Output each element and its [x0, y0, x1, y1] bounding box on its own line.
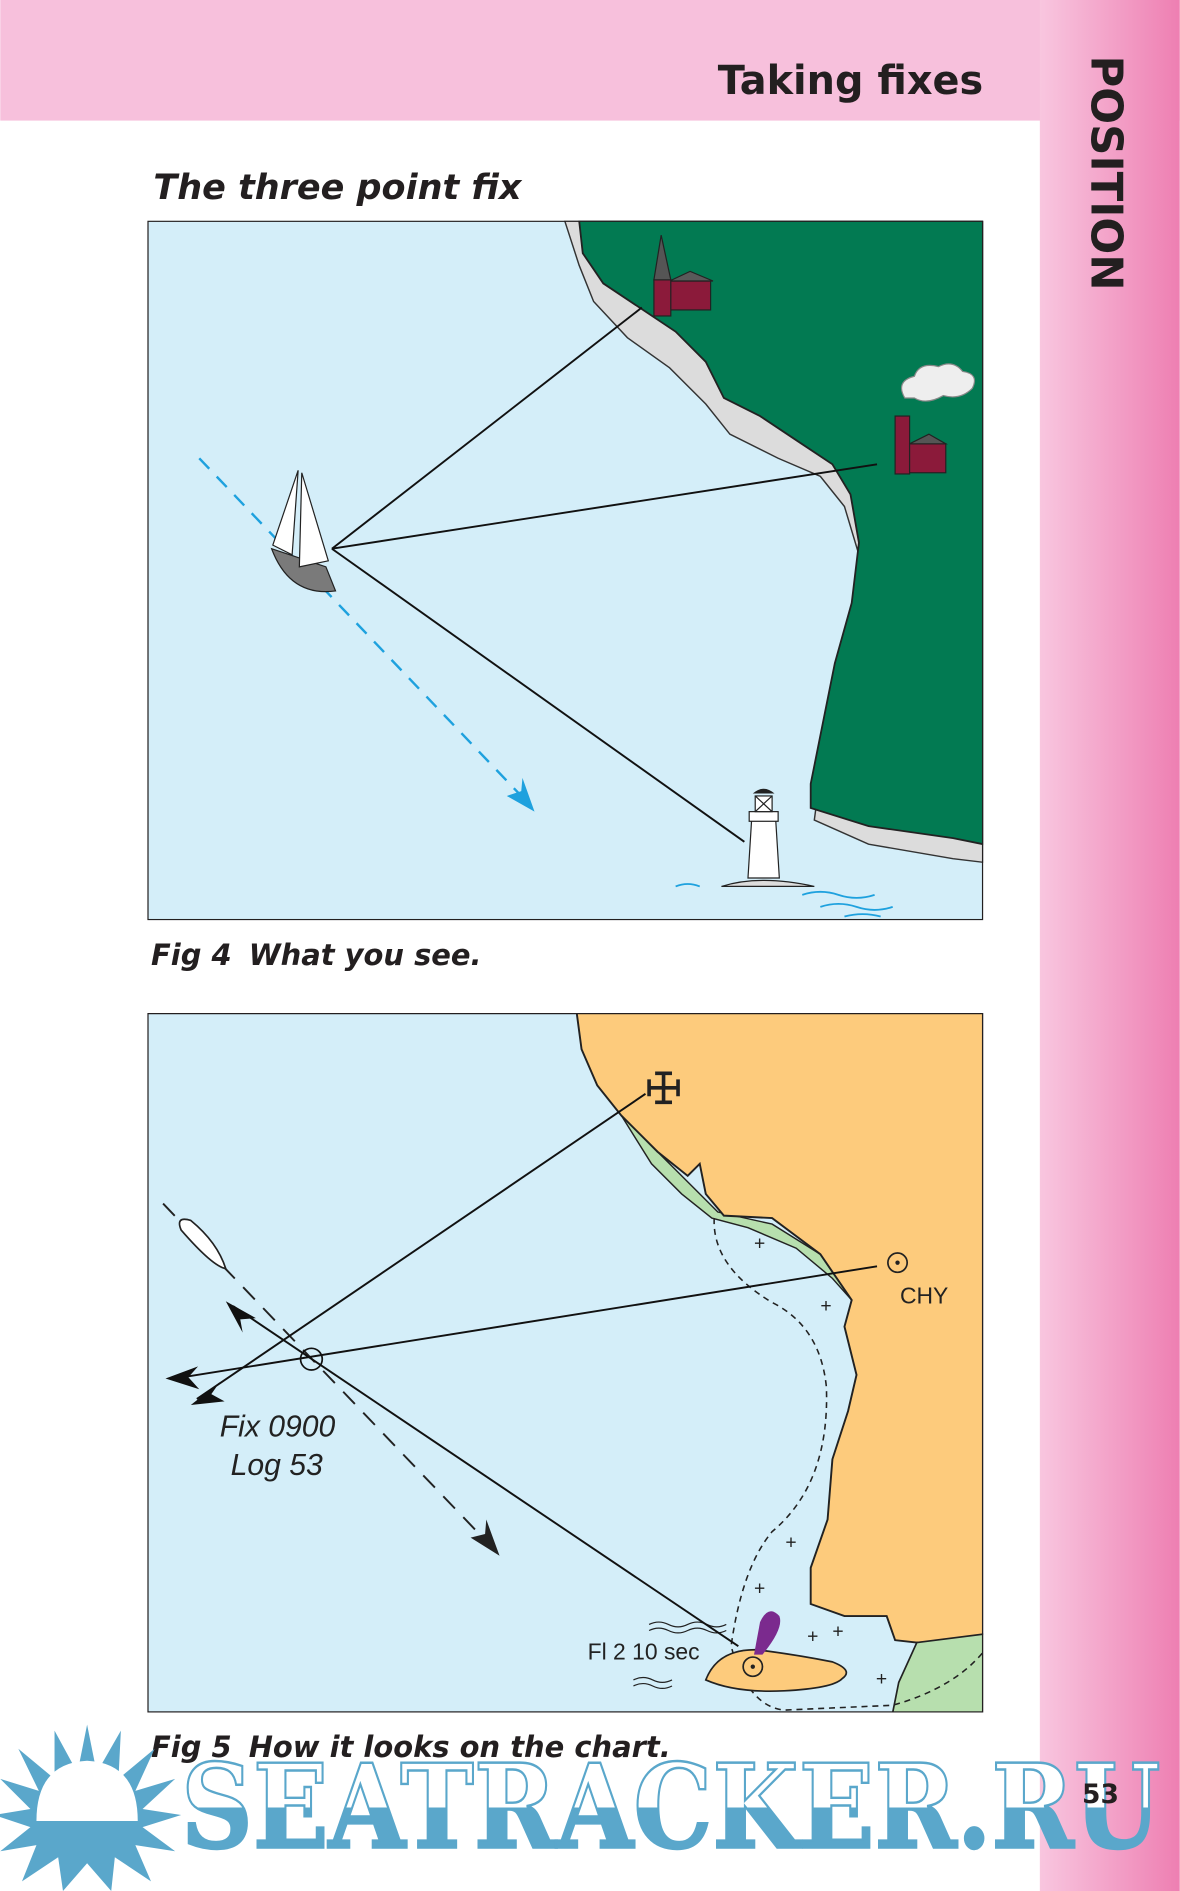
course-line	[198, 457, 523, 797]
fig4-caption: What you see.	[249, 938, 482, 972]
lighthouse-icon	[675, 788, 893, 918]
header-band	[0, 0, 1180, 121]
course-arrow	[506, 777, 535, 812]
svg-text:+: +	[820, 1296, 831, 1317]
position-lines	[165, 1093, 878, 1647]
boat-symbol	[178, 1218, 228, 1270]
fig4-number: Fig 4	[151, 938, 232, 972]
light-symbol-icon	[742, 1656, 764, 1678]
fix-time-label: Fix 0900	[220, 1410, 336, 1443]
rock-marks: + + + + + + +	[754, 1233, 887, 1689]
chimney-label: CHY	[900, 1283, 948, 1309]
light-characteristic-label: Fl 2 10 sec	[588, 1638, 700, 1664]
light-flare-icon	[754, 1611, 781, 1655]
depth-contour	[713, 1218, 984, 1711]
land	[578, 220, 984, 846]
page-title: Taking fixes	[718, 58, 983, 104]
fig5-chart: +++++++ CHY Fl 2 10 sec F	[147, 1013, 984, 1713]
watermark-sun-logo	[0, 1724, 182, 1891]
course-line	[162, 1202, 487, 1542]
svg-text:+: +	[876, 1669, 887, 1690]
drying-area	[620, 1115, 853, 1301]
section-label: POSITION	[1081, 55, 1131, 290]
chimney-chart-symbol-icon	[887, 1252, 909, 1274]
fig5-caption: How it looks on the chart.	[249, 1730, 671, 1764]
svg-text:+: +	[832, 1622, 843, 1643]
svg-text:+: +	[754, 1578, 765, 1599]
svg-text:+: +	[807, 1627, 818, 1648]
church-icon	[653, 235, 714, 317]
page-number: 53	[1082, 1779, 1119, 1810]
log-reading-label: Log 53	[231, 1449, 323, 1482]
chart-land	[575, 1013, 984, 1644]
course-arrow	[470, 1519, 500, 1556]
svg-text:+: +	[754, 1233, 765, 1254]
fig5-number: Fig 5	[151, 1730, 232, 1764]
fig4-illustration	[147, 220, 984, 921]
watermark-text: SEATRACKER.RU	[181, 1740, 1160, 1876]
drying-area-south	[891, 1633, 984, 1713]
rocks-awash-symbol	[633, 1621, 727, 1689]
island	[704, 1648, 848, 1692]
church-chart-symbol-icon	[647, 1071, 680, 1105]
chimney-factory-icon	[894, 363, 976, 475]
bearing-lines	[331, 306, 878, 843]
section-tab	[1039, 0, 1180, 1891]
fix-position-marker	[299, 1347, 324, 1371]
section-heading: The three point fix	[153, 168, 522, 208]
svg-text:+: +	[785, 1532, 796, 1553]
yacht-icon	[270, 470, 337, 593]
